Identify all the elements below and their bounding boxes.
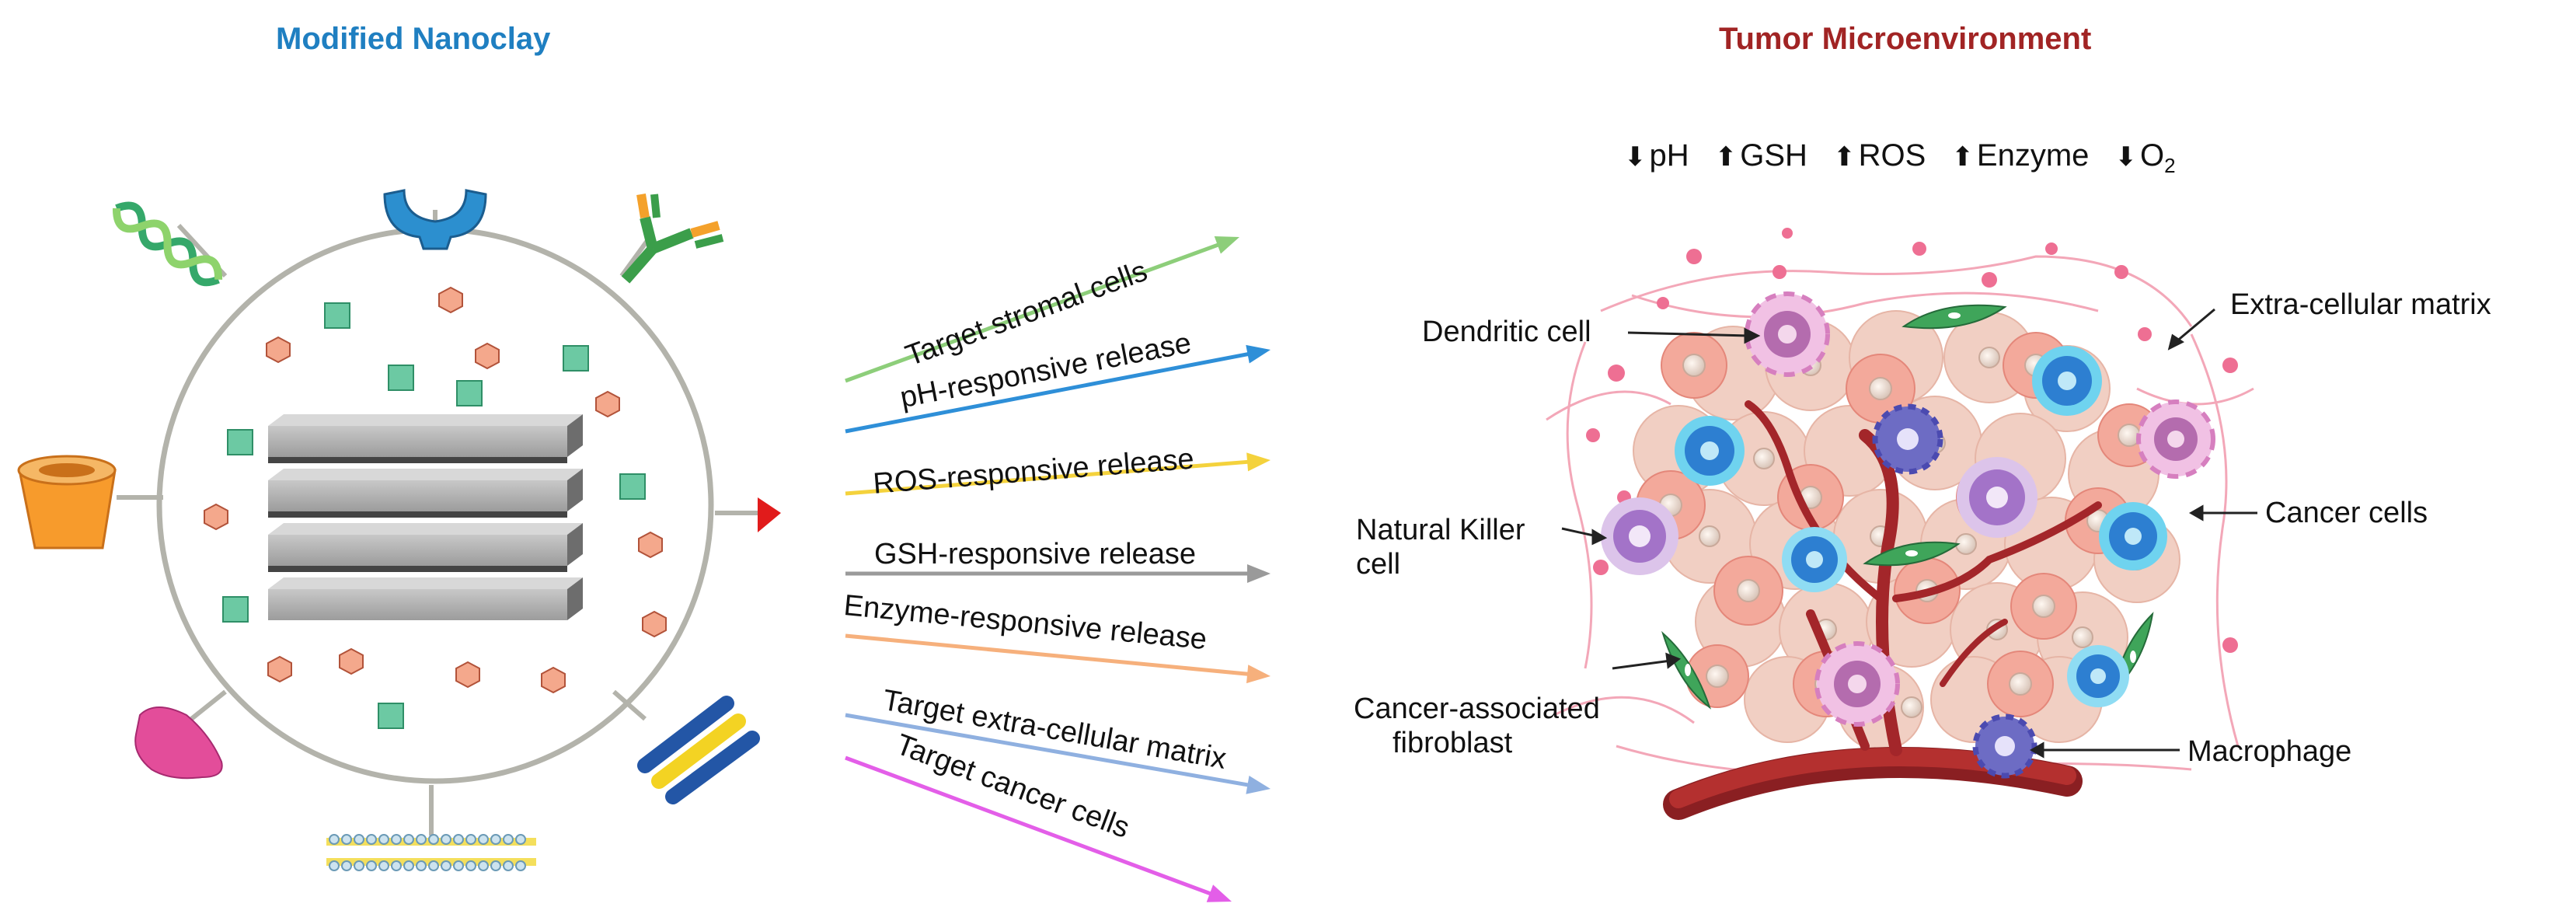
tme-indicators: ⬇pH ⬆GSH ⬆ROS ⬆Enzyme ⬇O2 xyxy=(1624,138,2193,178)
tumor-microenvironment xyxy=(1546,228,2257,820)
receptor-ligand-icon xyxy=(383,189,487,250)
arrow-line-4 xyxy=(845,633,1256,677)
clay-layers xyxy=(268,414,583,620)
cyclodextrin-icon xyxy=(17,455,117,549)
up-arrow-icon: ⬆ xyxy=(1714,142,1738,172)
nanoclay-particle xyxy=(17,189,781,871)
label-extra-cellular-matrix: Extra-cellular matrix xyxy=(2230,288,2491,321)
label-cancer-cells: Cancer cells xyxy=(2265,497,2428,529)
release-arrows xyxy=(845,236,1271,902)
label-nk-line1: Natural Killer xyxy=(1356,514,1525,546)
dna-helix-icon xyxy=(112,201,223,287)
tumor-microenvironment-title: Tumor Microenvironment xyxy=(1719,22,2092,56)
indicator-gsh: ⬆GSH xyxy=(1714,138,1807,173)
protein-blob-icon xyxy=(134,706,223,780)
fibroblast-nuclei xyxy=(1685,312,2136,676)
arrow-label-gsh-release: GSH-responsive release xyxy=(874,538,1196,570)
striped-ligand-icon xyxy=(637,696,760,804)
indicator-ph: ⬇pH xyxy=(1624,138,1689,173)
immune-t-cells xyxy=(1675,346,2167,707)
macrophages xyxy=(1872,403,2037,779)
indicator-ros: ⬆ROS xyxy=(1833,138,1926,173)
tumor-cell-cluster xyxy=(1633,310,2180,751)
down-arrow-icon: ⬇ xyxy=(1624,142,1647,172)
lipid-bilayer-icon xyxy=(326,834,536,871)
label-caf-line2: fibroblast xyxy=(1393,727,1513,759)
arrow-head-icon-1 xyxy=(1246,344,1271,364)
down-arrow-icon: ⬇ xyxy=(2114,142,2138,172)
arrow-head-icon-2 xyxy=(1246,452,1271,472)
green-drug-cargo xyxy=(222,302,646,729)
label-nk-line2: cell xyxy=(1356,548,1401,581)
arrow-line-0 xyxy=(845,240,1226,383)
arrow-line-6 xyxy=(845,755,1218,898)
arrow-head-icon-4 xyxy=(1246,665,1271,684)
up-arrow-icon: ⬆ xyxy=(1951,142,1974,172)
arrow-line-5 xyxy=(845,713,1256,789)
indicator-o2: ⬇O2 xyxy=(2114,138,2176,177)
natural-killer-cells xyxy=(1601,457,2037,575)
arrow-head-icon-5 xyxy=(1246,776,1271,794)
red-triangle-ligand-icon xyxy=(758,497,781,532)
callout-pointers xyxy=(1561,308,2257,759)
pink-drug-cargo xyxy=(204,286,667,694)
arrow-head-icon-6 xyxy=(1206,884,1232,902)
dendritic-cells xyxy=(1745,291,2215,727)
indicator-enzyme: ⬆Enzyme xyxy=(1951,138,2090,173)
label-natural-killer-cell: Natural Killer cell xyxy=(1356,513,1525,581)
nanoclay-title: Modified Nanoclay xyxy=(276,22,551,56)
label-macrophage: Macrophage xyxy=(2187,735,2352,768)
label-cancer-associated-fibroblast: Cancer-associated fibroblast xyxy=(1354,692,1600,760)
up-arrow-icon: ⬆ xyxy=(1833,142,1856,172)
arrow-line-1 xyxy=(845,351,1256,434)
arrow-head-icon-0 xyxy=(1214,236,1239,254)
arrow-head-icon-3 xyxy=(1247,564,1271,583)
arrow-line-2 xyxy=(845,459,1256,496)
label-caf-line1: Cancer-associated xyxy=(1354,692,1600,725)
antibody-icon xyxy=(621,194,724,284)
label-dendritic-cell: Dendritic cell xyxy=(1422,316,1591,348)
